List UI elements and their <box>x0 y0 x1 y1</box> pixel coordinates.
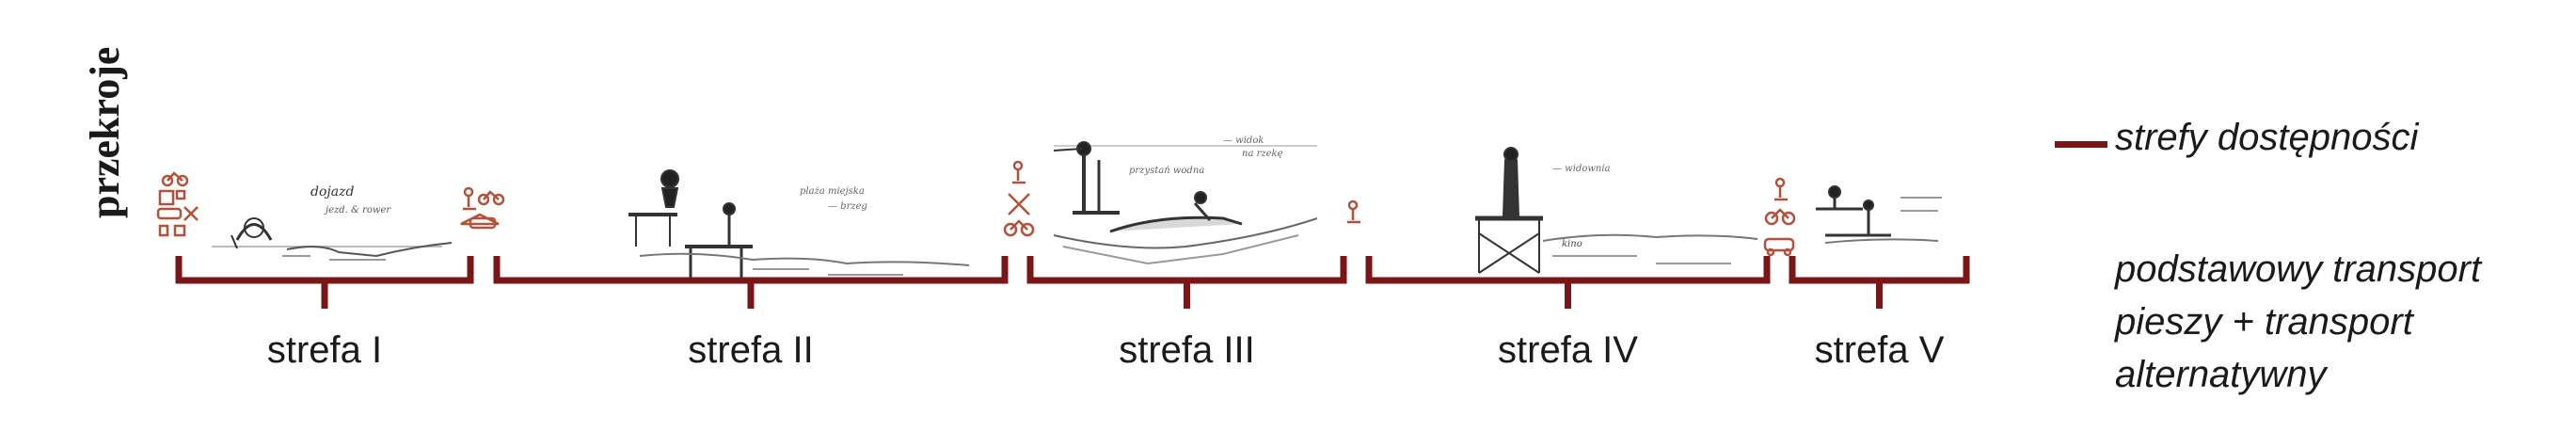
zone-label-4: strefa IV <box>1498 329 1638 371</box>
svg-text:dojazd: dojazd <box>310 184 354 200</box>
zone-label-1: strefa I <box>266 329 383 371</box>
svg-text:— widownia: — widownia <box>1552 164 1611 174</box>
car-icon <box>156 207 183 220</box>
car-icon <box>460 213 500 230</box>
icon-group-zone-1-right <box>460 186 505 230</box>
bicycle-icon <box>161 171 189 187</box>
bicycle-icon <box>477 190 505 206</box>
section-sketch-zone-2: plaża miejska — brzeg <box>628 169 970 282</box>
svg-text:— brzeg: — brzeg <box>828 201 867 212</box>
icon-group-zone-1-left <box>156 171 199 237</box>
zone-label-5: strefa V <box>1814 329 1945 371</box>
section-sketch-zone-3: przystań wodna — widok na rzekę <box>1053 136 1318 265</box>
zone-bracket-2 <box>493 256 1009 309</box>
pedestrian-icon <box>1012 160 1026 184</box>
pedestrian-icon <box>1774 177 1788 201</box>
zone-bracket-5 <box>1789 256 1970 309</box>
section-sketch-zone-1: dojazd jezd. & rower <box>212 184 453 261</box>
bus-icon <box>158 189 186 206</box>
icon-group-zone-3-left <box>1003 160 1035 237</box>
pedestrian-icon <box>463 186 476 211</box>
pedestrian-icon <box>1347 200 1360 224</box>
svg-text:kino: kino <box>1562 239 1582 249</box>
bicycle-icon <box>1764 208 1796 226</box>
no-car-icon <box>1008 193 1030 216</box>
svg-text:plaża miejska: plaża miejska <box>800 186 865 197</box>
svg-text:— widok: — widok <box>1223 136 1264 146</box>
zone-bracket-3 <box>1026 256 1347 309</box>
icon-group-zone-4-left <box>1347 200 1360 224</box>
zone-brackets <box>175 256 1970 309</box>
no-parking-icon <box>183 206 199 221</box>
zone-bracket-4 <box>1365 256 1771 309</box>
svg-text:przystań wodna: przystań wodna <box>1129 166 1204 176</box>
car-icon <box>1763 237 1795 257</box>
legend-description: podstawowy transport pieszy + transport … <box>2115 248 2482 395</box>
legend-line-swatch <box>2055 141 2107 148</box>
section-sketch-zone-5 <box>1816 185 1942 244</box>
svg-text:jezd. & rower: jezd. & rower <box>324 205 391 216</box>
svg-text:na rzekę: na rzekę <box>1242 149 1283 159</box>
legend-label: strefy dostępności <box>2115 117 2419 158</box>
zone-label-2: strefa II <box>688 329 814 371</box>
bicycle-icon <box>1003 219 1035 237</box>
section-sketch-zone-4: — widownia kino <box>1475 147 1758 274</box>
icon-group-zone-5-left <box>1763 177 1796 257</box>
zone-bracket-1 <box>175 256 474 309</box>
zone-label-3: strefa III <box>1119 329 1255 371</box>
